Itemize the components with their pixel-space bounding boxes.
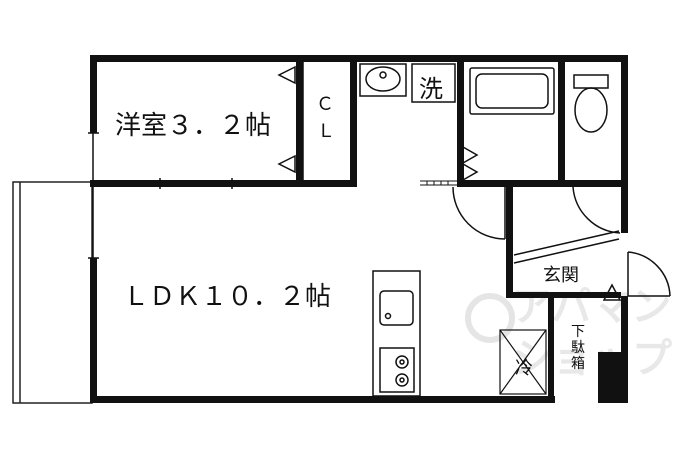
watermark-line1: アパマン	[512, 284, 671, 330]
wall-left-upper	[90, 55, 97, 133]
kitchen-counter	[372, 270, 421, 397]
wall-left-lower	[90, 258, 97, 403]
shoe-box-label-3: 箱	[571, 356, 585, 372]
windows	[88, 132, 233, 259]
entrance-doors	[452, 186, 671, 301]
washbasin	[359, 63, 407, 97]
room-label-western: 洋室３．２帖	[115, 111, 271, 141]
closet-doors	[277, 62, 304, 180]
stove	[379, 347, 415, 393]
bathtub	[469, 67, 555, 115]
balcony	[12, 181, 93, 404]
fridge-label: 冷	[515, 358, 533, 379]
wall-shoe-box-block	[598, 352, 628, 403]
wall-right-upper	[621, 55, 628, 233]
watermark-line2: ショップ	[512, 336, 672, 382]
shoe-box-label-1: 下	[571, 324, 585, 340]
closet-label-l: Ｌ	[317, 121, 335, 142]
room-label-ldk: ＬＤＫ１０．２帖	[123, 282, 331, 312]
toilet	[573, 74, 609, 133]
interior-walls	[90, 62, 628, 403]
watermark-logo-mark	[465, 293, 515, 343]
washroom-sliding-door	[420, 180, 457, 186]
fridge-space	[499, 329, 547, 395]
shoe-box-label-2: 駄	[571, 340, 585, 356]
washer-space: 洗	[411, 63, 456, 103]
bath-door	[462, 145, 479, 182]
wall-bottom	[90, 396, 555, 403]
outer-walls	[90, 55, 628, 403]
wall-right-lower	[621, 296, 628, 403]
sink	[379, 290, 414, 326]
room-label-entrance: 玄関	[543, 265, 579, 286]
shoe-box: 下 駄 箱	[571, 324, 585, 372]
washer-label: 洗	[419, 75, 443, 103]
wall-top	[90, 55, 628, 62]
closet-label-c: Ｃ	[316, 94, 334, 115]
watermark: アパマン ショップ	[465, 284, 672, 382]
